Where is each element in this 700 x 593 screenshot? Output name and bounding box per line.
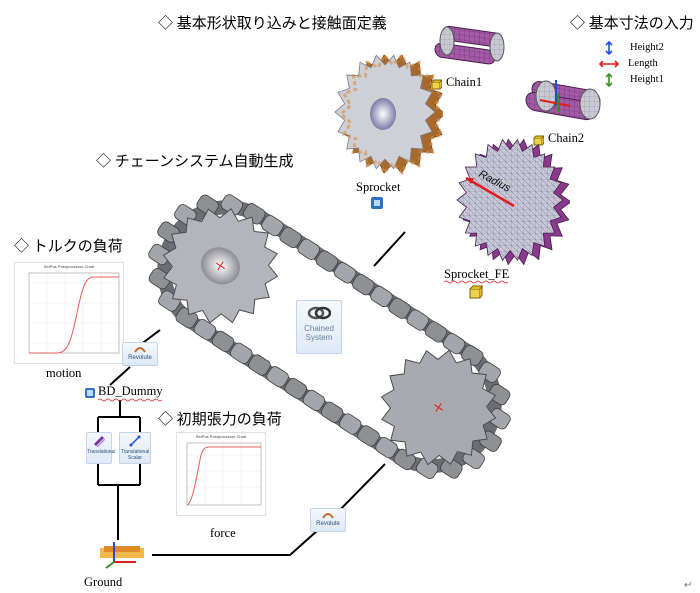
sprocket-fe-label: Sprocket_FE — [444, 267, 510, 281]
ground-icon — [96, 538, 148, 575]
translational-scalar-icon — [129, 435, 141, 449]
chain-link — [284, 377, 307, 400]
motion-label: motion — [46, 366, 82, 380]
heading-basic-dimensions: ◇ 基本寸法の入力 — [570, 16, 694, 32]
chain-link — [406, 309, 430, 331]
chained-system-label-2: System — [305, 333, 333, 342]
chain-icon — [307, 304, 332, 324]
chain-link — [279, 226, 302, 249]
sprocket-fe-model[interactable]: Radius — [452, 132, 570, 272]
chain1-model[interactable] — [425, 15, 520, 73]
revolute-joint-icon — [133, 344, 147, 355]
chain-link — [442, 332, 466, 355]
chain-link — [375, 436, 398, 459]
force-label: force — [210, 526, 236, 540]
bd-dummy-label: BD_Dummy — [98, 384, 163, 398]
dimension-arrows — [598, 40, 620, 88]
chain-link — [230, 342, 253, 364]
paragraph-mark: ↵ — [684, 580, 693, 591]
sprocket-model[interactable] — [333, 48, 443, 180]
spellcheck-underline — [98, 398, 162, 402]
heading-shape-import: ◇ 基本形状取り込みと接触面定義 — [158, 16, 387, 32]
translational-joint-icon — [93, 435, 106, 449]
revolute-joint-button-bottom[interactable]: Revolute — [310, 508, 346, 532]
ground-label: Ground — [84, 575, 123, 589]
chained-system-label-1: Chained — [304, 324, 334, 333]
heading-chain-system: ◇ チェーンシステム自動生成 — [96, 154, 294, 170]
chain-link — [352, 273, 375, 296]
chain-link — [193, 319, 217, 341]
revolute-joint-icon — [321, 510, 335, 521]
chain-link — [440, 457, 463, 479]
translational-scalar-label: Translational Scalar — [120, 449, 150, 461]
revolute-top-label: Revolute — [128, 355, 152, 361]
motion-chart-plot — [28, 272, 120, 354]
chain-link — [297, 238, 320, 260]
chain-link — [148, 268, 172, 290]
revolute-bottom-label: Revolute — [316, 521, 340, 527]
chained-system-button[interactable]: Chained System — [296, 300, 342, 354]
chain1-label: Chain1 — [446, 75, 483, 89]
chain-link — [248, 354, 271, 376]
length-label: Length — [628, 58, 658, 69]
motion-chart-title: SetPos Postprocessor Chart — [43, 264, 95, 269]
chain-link — [357, 425, 380, 447]
spellcheck-underline — [444, 280, 508, 284]
height1-label: Height1 — [630, 74, 664, 85]
chain-link — [302, 389, 326, 412]
heading-initial-tension: ◇ 初期張力の負荷 — [158, 412, 282, 428]
chain2-label: Chain2 — [548, 131, 585, 145]
revolute-joint-button-top[interactable]: Revolute — [122, 342, 158, 366]
chain-link — [370, 285, 393, 308]
translational-scalar-button[interactable]: Translational Scalar — [119, 432, 151, 464]
chain-link — [487, 383, 511, 406]
chain-link — [388, 297, 411, 319]
mesh-cube-icon — [469, 284, 483, 304]
chain-link — [196, 194, 219, 216]
chain-link — [320, 401, 344, 423]
sprocket-label: Sprocket — [356, 180, 401, 194]
rigid-body-icon — [370, 196, 384, 215]
chain-link — [211, 330, 235, 353]
heading-torque-load: ◇ トルクの負荷 — [14, 239, 123, 255]
chain2-model[interactable] — [520, 62, 610, 122]
rigid-body-icon — [84, 386, 96, 404]
chain-link — [339, 413, 362, 435]
chain-link — [424, 321, 448, 343]
chain-link — [266, 366, 289, 388]
force-chart-title: SetPos Postprocessor Chart — [195, 434, 247, 439]
chain-link — [333, 262, 357, 284]
height2-label: Height2 — [630, 42, 664, 53]
motion-chart: SetPos Postprocessor Chart — [14, 262, 124, 364]
chain-link — [315, 250, 339, 272]
force-chart-plot — [186, 442, 262, 506]
force-chart: SetPos Postprocessor Chart — [176, 432, 266, 516]
translational-label: Translational — [87, 449, 116, 455]
chain-link — [261, 215, 284, 237]
translational-joint-button[interactable]: Translational — [86, 432, 116, 464]
